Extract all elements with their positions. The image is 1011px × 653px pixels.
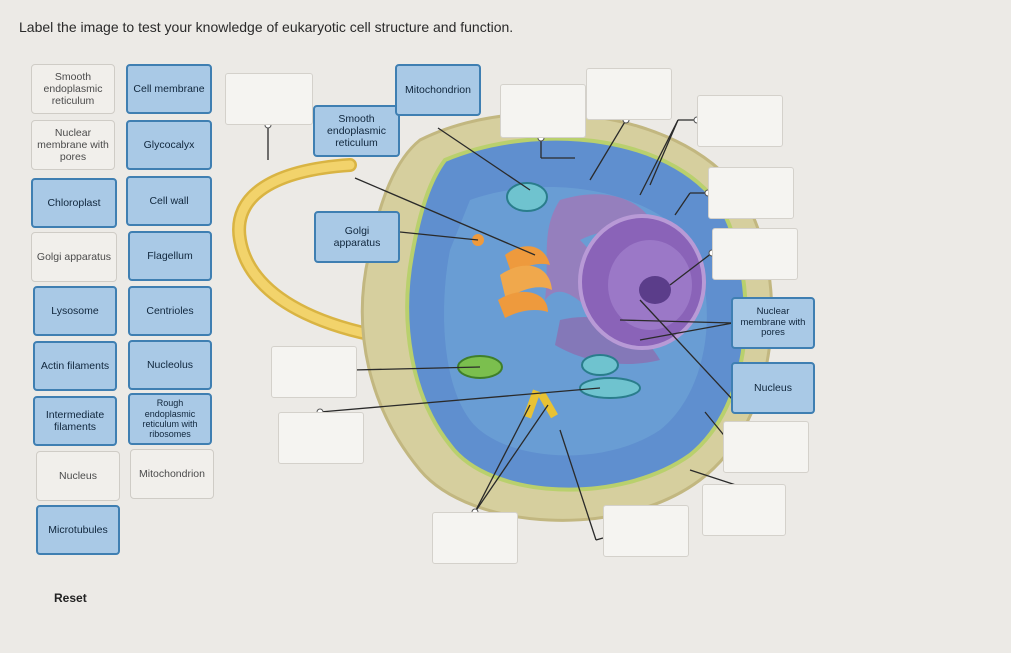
label-flagellum[interactable]: Flagellum [128, 231, 212, 281]
drop-target-6[interactable] [712, 228, 798, 280]
label-chloroplast[interactable]: Chloroplast [31, 178, 117, 228]
placed-label-golgi[interactable]: Golgi apparatus [314, 211, 400, 263]
placed-label-nuclear-membrane[interactable]: Nuclear membrane with pores [731, 297, 815, 349]
instructions-text: Label the image to test your knowledge o… [19, 19, 514, 35]
label-actin-filaments[interactable]: Actin filaments [33, 341, 117, 391]
label-nucleolus[interactable]: Nucleolus [128, 340, 212, 390]
drop-target-7[interactable] [271, 346, 357, 398]
label-intermediate-filaments[interactable]: Intermediate filaments [33, 396, 117, 446]
drop-target-11[interactable] [603, 505, 689, 557]
label-nucleus[interactable]: Nucleus [36, 451, 120, 501]
placed-label-smooth-er[interactable]: Smooth endoplasmic reticulum [313, 105, 400, 157]
label-lysosome[interactable]: Lysosome [33, 286, 117, 336]
drop-target-12[interactable] [702, 484, 786, 536]
label-centrioles[interactable]: Centrioles [128, 286, 212, 336]
drop-target-2[interactable] [500, 84, 586, 138]
label-nuclear-membrane[interactable]: Nuclear membrane with pores [31, 120, 115, 170]
label-mitochondrion[interactable]: Mitochondrion [130, 449, 214, 499]
drop-target-1[interactable] [225, 73, 313, 125]
drop-target-3[interactable] [586, 68, 672, 120]
placed-label-mitochondrion[interactable]: Mitochondrion [395, 64, 481, 116]
label-glycocalyx[interactable]: Glycocalyx [126, 120, 212, 170]
label-cell-wall[interactable]: Cell wall [126, 176, 212, 226]
label-microtubules[interactable]: Microtubules [36, 505, 120, 555]
label-rough-er[interactable]: Rough endoplasmic reticulum with ribosom… [128, 393, 212, 445]
placed-label-nucleus[interactable]: Nucleus [731, 362, 815, 414]
drop-target-10[interactable] [432, 512, 518, 564]
reset-button[interactable]: Reset [54, 591, 87, 605]
label-smooth-er[interactable]: Smooth endoplasmic reticulum [31, 64, 115, 114]
drop-target-4[interactable] [697, 95, 783, 147]
mitochondrion-shape [506, 182, 548, 212]
golgi-shape [498, 246, 552, 318]
leader-lines [267, 119, 746, 541]
drop-target-8[interactable] [278, 412, 364, 464]
drop-target-9[interactable] [723, 421, 809, 473]
label-cell-membrane[interactable]: Cell membrane [126, 64, 212, 114]
drop-target-5[interactable] [708, 167, 794, 219]
nucleolus-shape [639, 276, 671, 304]
label-golgi[interactable]: Golgi apparatus [31, 232, 117, 282]
